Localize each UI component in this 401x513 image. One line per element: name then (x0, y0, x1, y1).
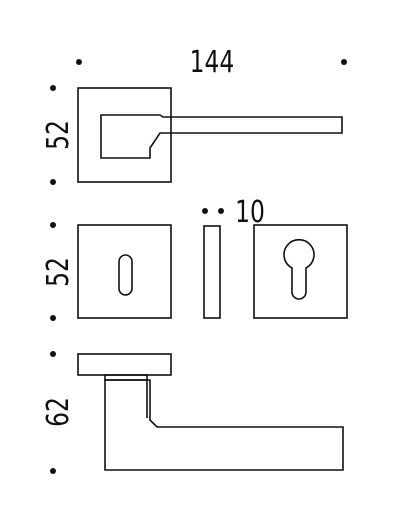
dot-projection-top (50, 351, 56, 357)
dot-escutcheon-bottom (50, 315, 56, 321)
lever-outline-side (104, 379, 344, 471)
lever-outline-top (100, 114, 343, 159)
label-lever-projection: 62 (41, 397, 76, 427)
dot-thickness-right (218, 208, 224, 214)
dot-escutcheon-top (50, 222, 56, 228)
dimension-dots (50, 59, 347, 474)
label-overall-width: 144 (190, 45, 235, 80)
key-escutcheon-square (77, 224, 172, 319)
side-view-handle (77, 353, 344, 471)
rose-side-profile (203, 225, 221, 319)
dot-rose-bottom (50, 179, 56, 185)
label-rose-height: 52 (41, 120, 76, 150)
square-rose-top (77, 87, 172, 183)
label-escutcheon-height: 52 (41, 257, 76, 287)
dot-width-right (341, 59, 347, 65)
dot-rose-top (50, 85, 56, 91)
cylinder-hole (283, 239, 315, 300)
rose-plate-side (77, 353, 172, 376)
top-view-handle (77, 87, 343, 183)
dot-projection-bottom (50, 468, 56, 474)
dot-thickness-left (202, 208, 208, 214)
middle-view (77, 224, 348, 319)
dot-width-left (76, 59, 82, 65)
label-rose-thickness: 10 (235, 195, 265, 230)
cylinder-escutcheon-square (253, 224, 348, 319)
key-slot (118, 254, 133, 296)
